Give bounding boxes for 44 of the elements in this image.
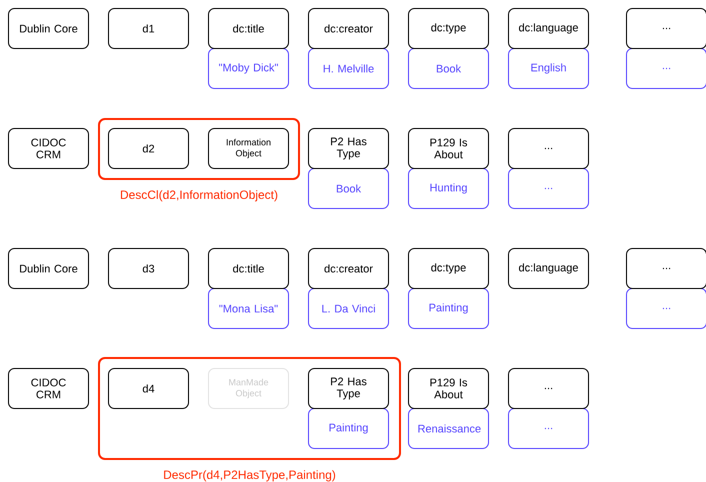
value-box: Hunting [408, 168, 489, 209]
label-box: CIDOC CRM [8, 128, 89, 169]
frame-caption: DescPr(d4,P2HasType,Painting) [164, 470, 336, 482]
label-box: P2 Has Type [308, 368, 389, 409]
label-box: Information Object [208, 128, 289, 169]
frame-caption: DescCl(d2,InformationObject) [120, 190, 278, 202]
label-box: ... [508, 368, 589, 409]
label-box: P129 Is About [408, 128, 489, 169]
label-box: P129 Is About [408, 368, 489, 409]
value-box: Renaissance [408, 408, 489, 449]
value-box: ... [508, 408, 589, 449]
label-box: dc:language [508, 8, 589, 49]
value-box: Painting [308, 408, 389, 449]
label-box: dc:type [408, 248, 489, 289]
label-box: CIDOC CRM [8, 368, 89, 409]
label-box: dc:title [208, 8, 289, 49]
value-box: Painting [408, 288, 489, 329]
label-box: d2 [108, 128, 189, 169]
label-box: dc:type [408, 8, 489, 49]
value-box: ... [626, 48, 706, 89]
label-box: d3 [108, 248, 189, 289]
label-box: d1 [108, 8, 189, 49]
value-box: English [508, 48, 589, 89]
value-box: ... [626, 288, 706, 329]
value-box: L. Da Vinci [308, 288, 389, 329]
value-box: ... [508, 168, 589, 209]
label-box: dc:creator [308, 248, 389, 289]
value-box: "Moby Dick" [208, 48, 289, 89]
label-box: Dublin Core [8, 8, 89, 49]
label-box: Dublin Core [8, 248, 89, 289]
group-frame [98, 118, 300, 180]
value-box: Book [408, 48, 489, 89]
label-box: P2 Has Type [308, 128, 389, 169]
label-box: d4 [108, 368, 189, 409]
label-box: ... [508, 128, 589, 169]
value-box: H. Melville [308, 48, 389, 89]
value-box: Book [308, 168, 389, 209]
label-box: ... [626, 248, 706, 289]
group-frame [98, 357, 401, 460]
label-box: dc:language [508, 248, 589, 289]
value-box: "Mona Lisa" [208, 288, 289, 329]
label-box: dc:creator [308, 8, 389, 49]
label-box: dc:title [208, 248, 289, 289]
label-box: ... [626, 8, 706, 49]
